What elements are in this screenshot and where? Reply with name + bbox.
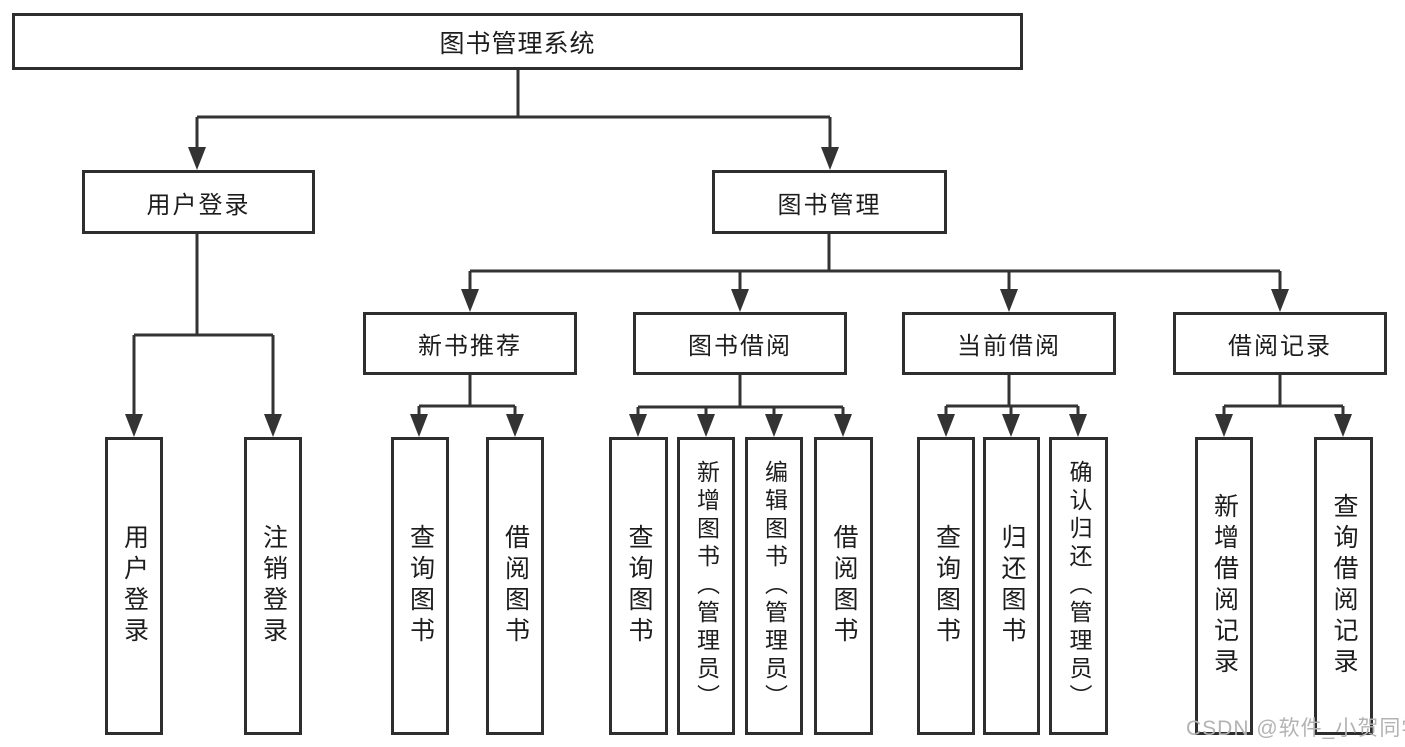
node-label: 用户登录 [120, 524, 149, 648]
node-label: 查询图书 [406, 524, 435, 648]
node-root-library-system: 图书管理系统 [12, 13, 1023, 70]
node-label: 查询借阅记录 [1330, 493, 1358, 679]
node-label: 借阅记录 [1228, 333, 1332, 360]
node-label: 新增图书（管理员） [693, 460, 720, 712]
node-leaf-add-borrow-record: 新增借阅记录 [1195, 437, 1253, 735]
node-borrowing-records: 借阅记录 [1173, 312, 1387, 375]
node-current-borrowing: 当前借阅 [902, 312, 1116, 375]
arrowhead-markers [125, 147, 1352, 437]
node-label: 注销登录 [259, 524, 288, 648]
node-new-book-recommend: 新书推荐 [363, 312, 577, 375]
node-label: 图书管理 [777, 191, 882, 219]
node-user-login: 用户登录 [82, 170, 315, 234]
node-label: 编辑图书（管理员） [761, 460, 788, 712]
node-book-management: 图书管理 [712, 170, 947, 234]
node-label: 新增借阅记录 [1210, 493, 1239, 679]
node-label: 借阅图书 [830, 524, 858, 648]
node-leaf-return-books: 归还图书 [983, 437, 1040, 735]
node-leaf-query-books-current: 查询图书 [917, 437, 975, 735]
node-label: 借阅图书 [501, 524, 530, 648]
node-label: 图书管理系统 [439, 29, 596, 58]
node-leaf-query-books-recommend: 查询图书 [391, 437, 449, 735]
node-label: 归还图书 [998, 524, 1026, 648]
node-leaf-borrow-books: 借阅图书 [814, 437, 873, 735]
node-leaf-confirm-return-admin: 确认归还（管理员） [1049, 437, 1108, 735]
node-label: 查询图书 [932, 524, 961, 648]
node-book-borrowing: 图书借阅 [633, 312, 847, 375]
node-label: 当前借阅 [957, 333, 1061, 360]
node-leaf-borrow-books-recommend: 借阅图书 [486, 437, 544, 735]
node-label: 确认归还（管理员） [1066, 460, 1092, 712]
node-leaf-edit-book-admin: 编辑图书（管理员） [745, 437, 803, 735]
node-leaf-add-book-admin: 新增图书（管理员） [677, 437, 735, 735]
node-leaf-query-borrow-record: 查询借阅记录 [1314, 437, 1373, 735]
node-leaf-user-login: 用户登录 [105, 437, 163, 735]
node-label: 图书借阅 [688, 333, 792, 360]
node-leaf-logout: 注销登录 [244, 437, 302, 735]
csdn-watermark: CSDN @软件_小贺同学 [1186, 717, 1405, 740]
node-label: 新书推荐 [418, 333, 522, 360]
node-label: 查询图书 [625, 524, 653, 648]
node-leaf-query-books-borrowing: 查询图书 [609, 437, 668, 735]
node-label: 用户登录 [146, 191, 251, 219]
